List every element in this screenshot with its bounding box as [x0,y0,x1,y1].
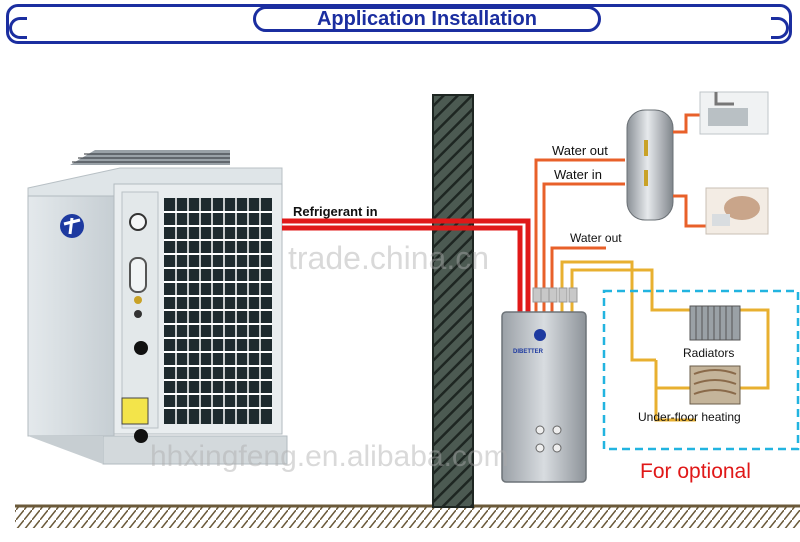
label-for-optional: For optional [640,460,751,483]
washbasin-icon [705,187,769,235]
hydronic-box [501,311,587,483]
heat-pump-outdoor-unit [27,150,288,465]
optional-heating-area [602,289,800,451]
label-water-in: Water in [554,167,602,182]
radiator-icon [689,305,741,341]
refrigerant-pipes [282,218,531,312]
wall [432,94,474,508]
water-connector-bottom-icon [134,429,148,443]
hydronic-box-brand: DIBETTER [513,349,543,355]
water-connector-top-icon [134,341,148,355]
header-frame-right-hook [771,17,789,39]
watermark-trade-china: trade.china.cn [288,240,490,276]
header-frame-left-hook [9,17,27,39]
sight-glass-icon [129,257,147,293]
page-title: Application Installation [253,6,601,32]
pipe-fittings [532,287,578,303]
header-frame [6,4,792,44]
port-icon [134,310,142,318]
pressure-gauge-icon [129,213,147,231]
ground [15,504,800,528]
unit-logo-icon [60,214,84,238]
valve-icon [134,296,142,304]
label-refrigerant-in: Refrigerant in [293,204,378,219]
warning-label-icon [121,397,149,425]
label-water-out-mid: Water out [570,231,622,245]
label-water-out-top: Water out [552,143,608,158]
underfloor-heating-icon [689,365,741,405]
watermark-alibaba: hhxingfeng.en.alibaba.com [150,440,509,473]
label-under-floor-heating: Under-floor heating [638,410,741,424]
hot-water-tank [626,109,674,221]
kitchen-sink-icon [699,91,769,135]
label-radiators: Radiators [683,346,735,360]
heating-circuit-pipes [560,260,770,422]
hot-water-pipes-to-taps [673,113,706,228]
